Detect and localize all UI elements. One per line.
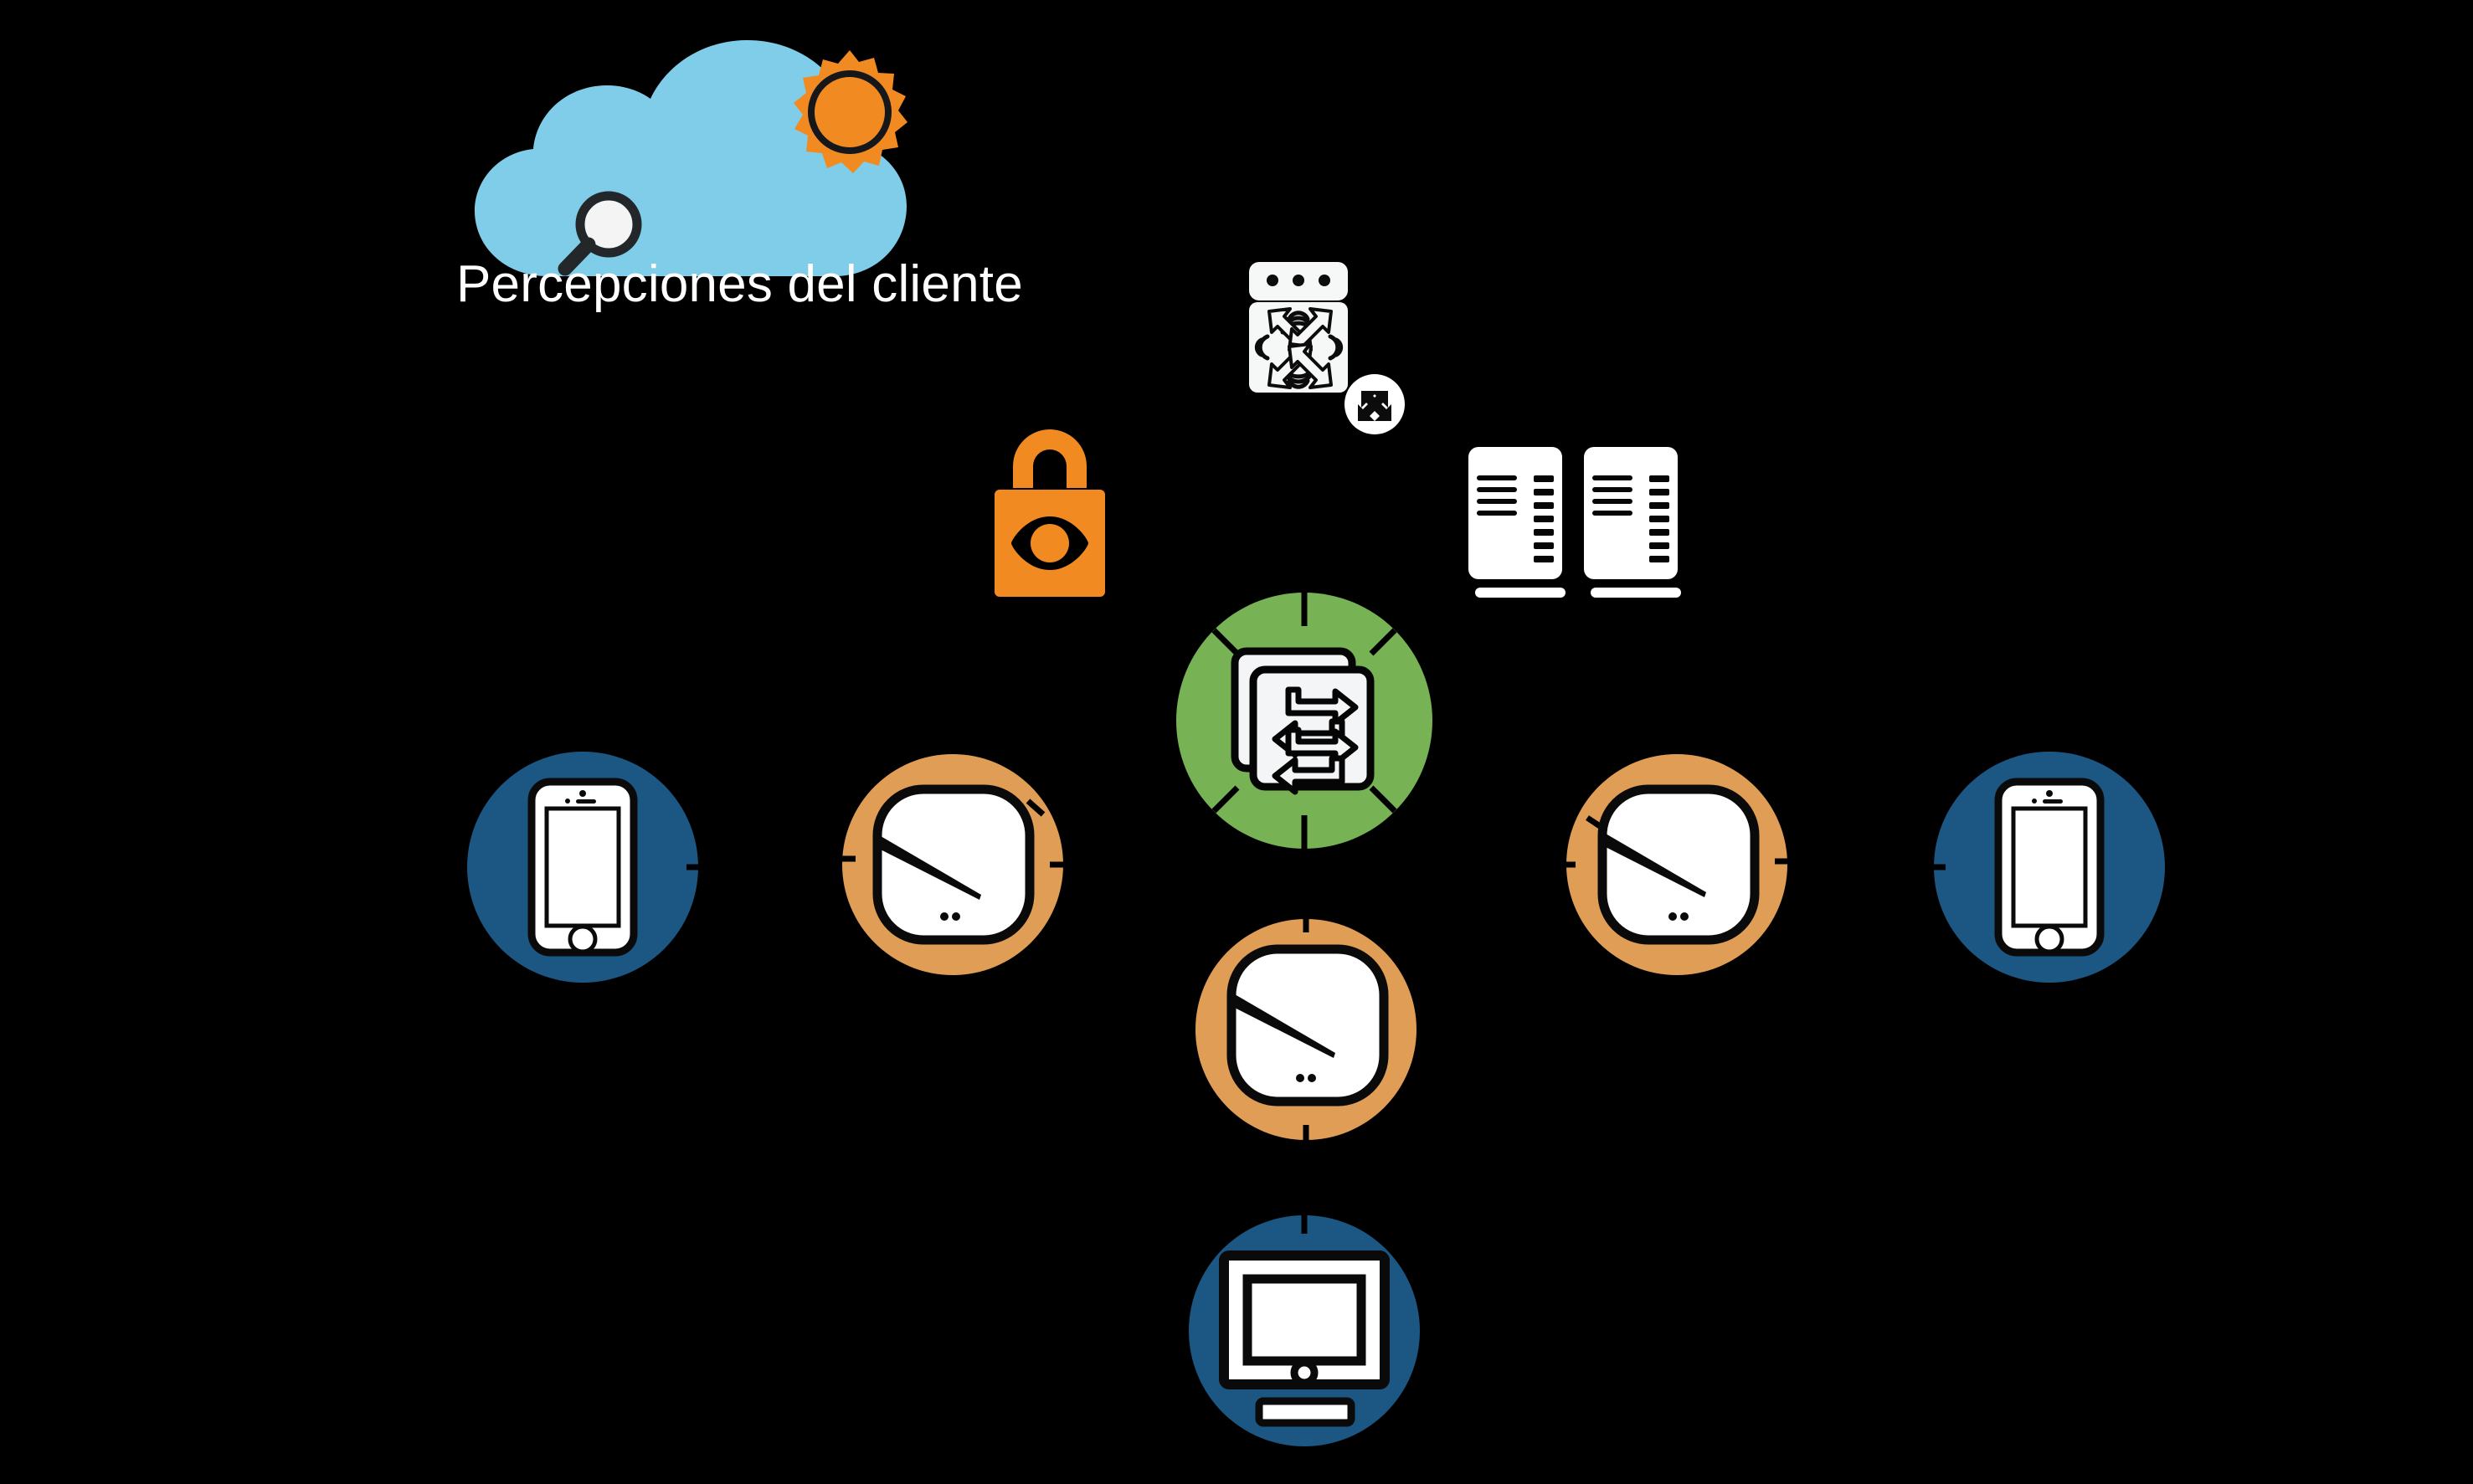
server-stack[interactable] bbox=[1467, 445, 1701, 604]
switch-exchange-icon bbox=[1176, 593, 1432, 849]
gauge-icon bbox=[1555, 754, 1798, 975]
servers-icon bbox=[1468, 447, 1681, 598]
expand-badge bbox=[1344, 374, 1405, 434]
gauge-icon bbox=[837, 754, 1080, 975]
magnifier-icon bbox=[558, 191, 642, 276]
gauge-left[interactable] bbox=[837, 749, 1080, 980]
gauge-right[interactable] bbox=[1555, 749, 1798, 980]
gauge-icon bbox=[1195, 914, 1416, 1145]
padlock-eye-icon bbox=[995, 429, 1105, 597]
cloud-label: Percepciones del cliente bbox=[456, 255, 1023, 313]
cloud-customer-insights[interactable]: Percepciones del cliente bbox=[456, 25, 1023, 313]
device-phone-left[interactable] bbox=[467, 752, 710, 983]
device-phone-right[interactable] bbox=[1922, 752, 2165, 983]
smartphone-icon bbox=[1922, 752, 2165, 983]
wireless-broadcast-panel[interactable] bbox=[1239, 255, 1423, 448]
broadcast-panel-icon bbox=[1249, 262, 1348, 393]
monitor-icon bbox=[1189, 1209, 1420, 1446]
gear-icon bbox=[794, 50, 907, 173]
device-monitor[interactable] bbox=[1187, 1204, 1422, 1446]
gauge-bottom[interactable] bbox=[1185, 914, 1427, 1145]
network-switch[interactable] bbox=[1176, 593, 1432, 849]
security-lock[interactable] bbox=[993, 414, 1127, 611]
smartphone-icon bbox=[467, 752, 710, 983]
